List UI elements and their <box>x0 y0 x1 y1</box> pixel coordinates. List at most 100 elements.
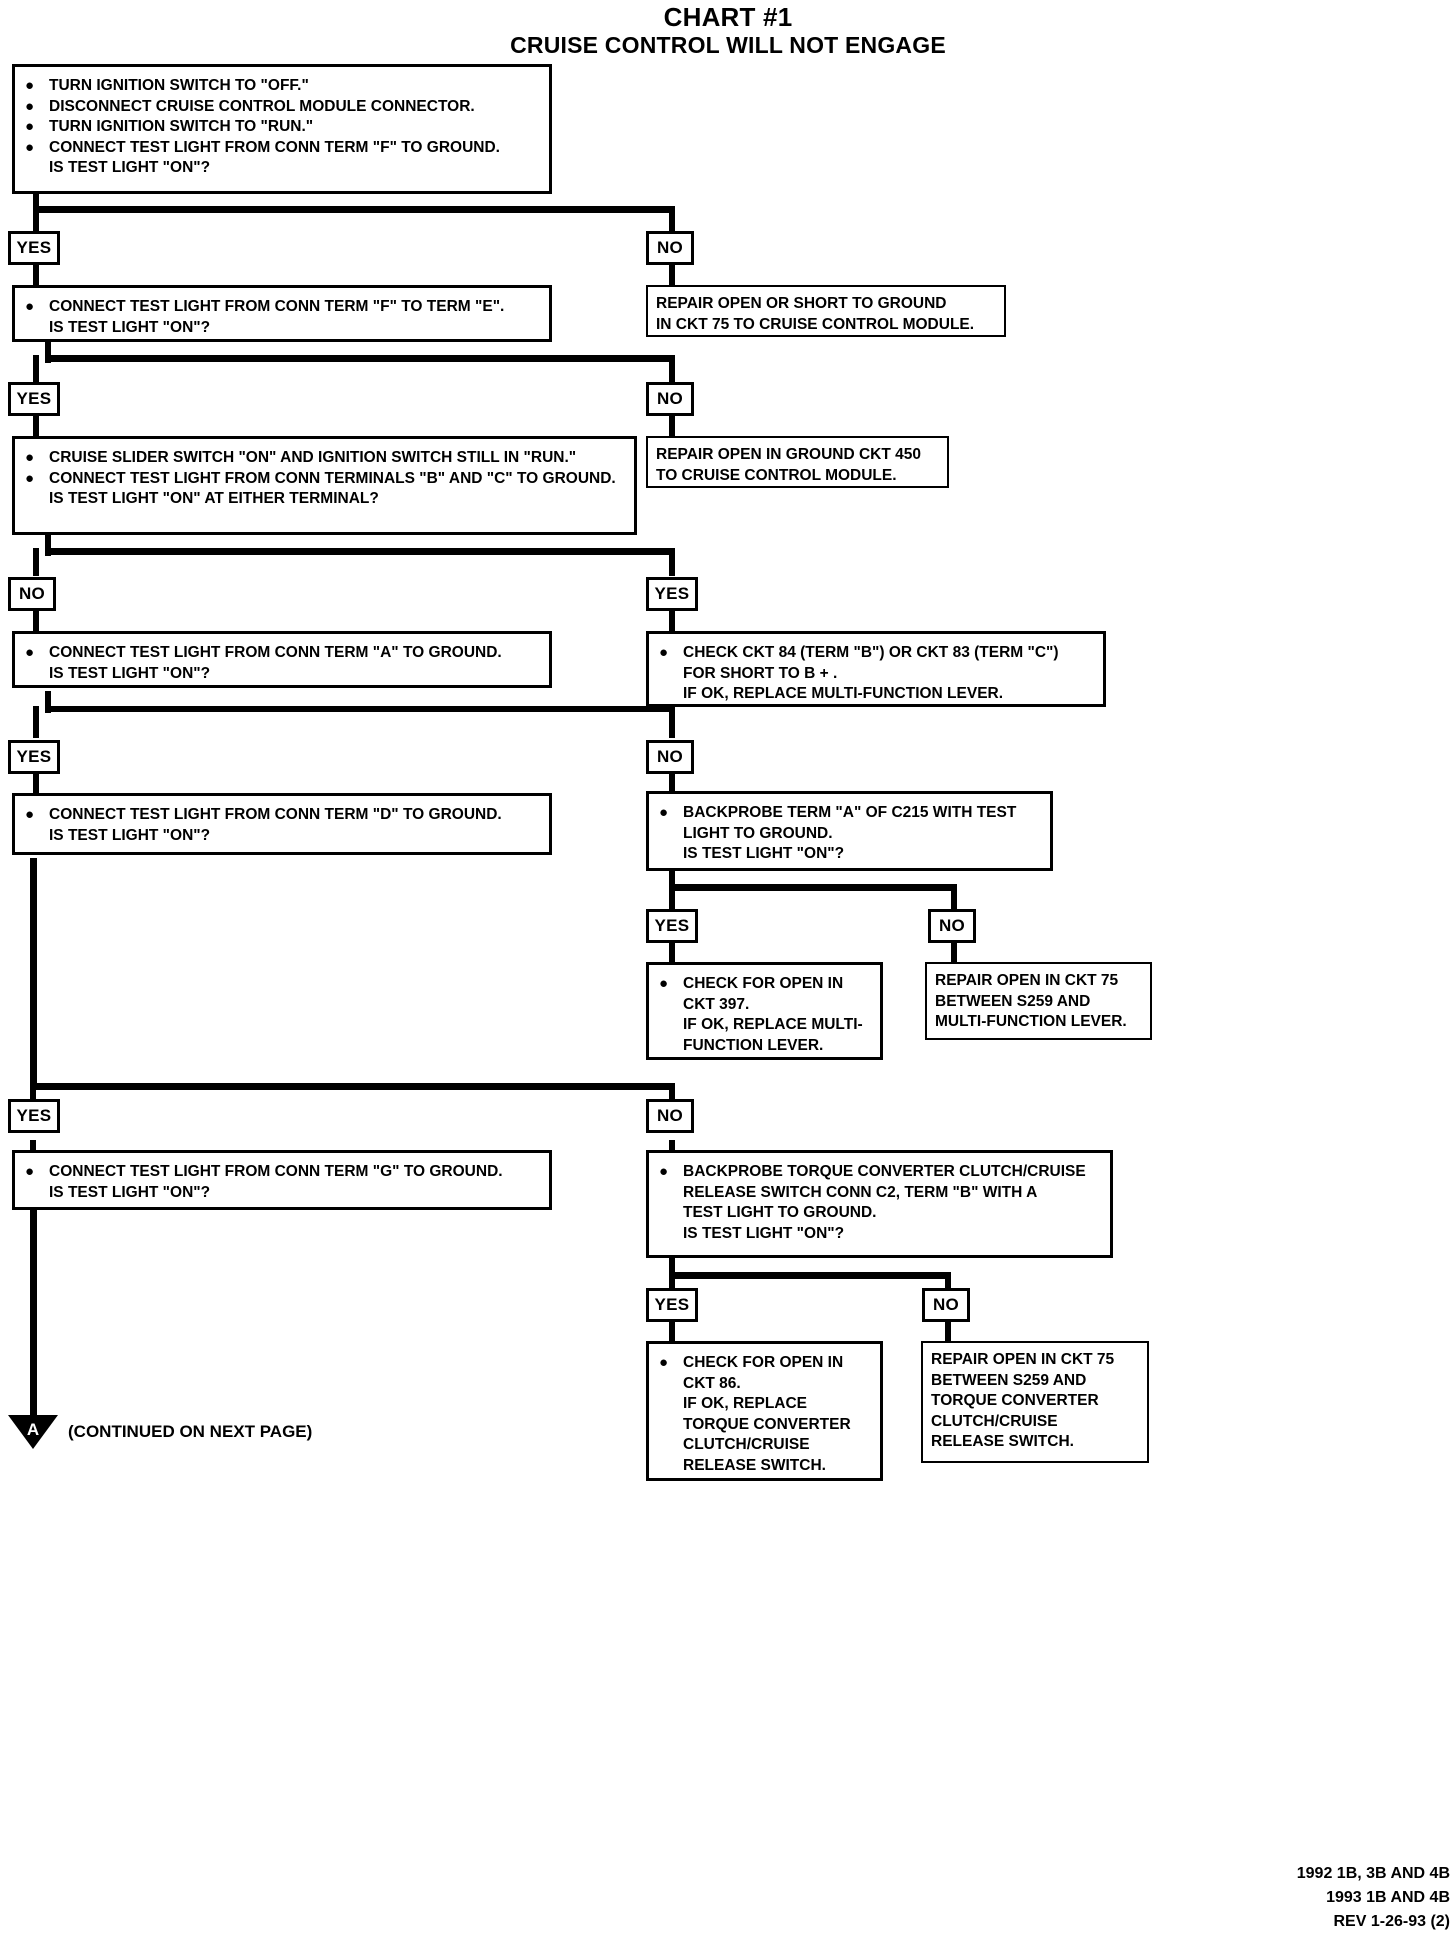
footer-line-2: 1993 1B AND 4B <box>1326 1889 1450 1906</box>
branch-tag-no: NO <box>646 1099 694 1133</box>
continuation-letter: A <box>26 1420 40 1439</box>
connector-line <box>33 264 39 286</box>
branch-tag-yes: YES <box>646 577 698 611</box>
bullet-item: ● CONNECT TEST LIGHT FROM CONN TERM "F" … <box>25 138 541 179</box>
connector-line <box>30 858 37 1090</box>
bullet-icon: ● <box>659 1163 669 1180</box>
bullet-icon: ● <box>25 118 35 136</box>
connector-line <box>45 691 51 713</box>
bullet-item: ● CONNECT TEST LIGHT FROM CONN TERM "G" … <box>25 1162 541 1203</box>
connector-line <box>669 264 675 286</box>
connector-line <box>45 548 675 555</box>
connector-line <box>669 1257 675 1279</box>
repair-text: REPAIR OPEN IN CKT 75 BETWEEN S259 AND M… <box>935 972 1127 1031</box>
bullet-label: TURN IGNITION SWITCH TO "RUN." <box>49 118 314 136</box>
bullet-label: CONNECT TEST LIGHT FROM CONN TERM "F" TO… <box>49 138 500 177</box>
branch-tag-no: NO <box>8 577 56 611</box>
repair-text: REPAIR OPEN OR SHORT TO GROUND IN CKT 75… <box>656 295 975 333</box>
footer-line-1: 1992 1B, 3B AND 4B <box>1296 1865 1450 1882</box>
box-step3-test: ● CRUISE SLIDER SWITCH "ON" AND IGNITION… <box>12 436 637 535</box>
connector-line <box>33 548 39 576</box>
box-backprobe-tcc: ● BACKPROBE TORQUE CONVERTER CLUTCH/CRUI… <box>646 1150 1113 1258</box>
box-repair-ckt75-s259: REPAIR OPEN IN CKT 75 BETWEEN S259 AND M… <box>925 962 1152 1040</box>
branch-tag-yes: YES <box>646 1288 698 1322</box>
connector-line <box>951 884 957 910</box>
connector-line <box>669 869 675 891</box>
page-title: CHART #1 <box>663 2 793 32</box>
connector-line <box>45 341 51 363</box>
page-subtitle: CRUISE CONTROL WILL NOT ENGAGE <box>510 32 946 58</box>
connector-line <box>669 610 675 632</box>
connector-line <box>945 1321 951 1343</box>
branch-tag-yes: YES <box>8 231 60 265</box>
continuation-triangle-icon: A <box>8 1415 58 1449</box>
branch-tag-no: NO <box>928 909 976 943</box>
connector-line <box>669 884 957 891</box>
connector-line <box>30 1083 36 1109</box>
branch-tag-yes: YES <box>646 909 698 943</box>
bullet-item: ● CONNECT TEST LIGHT FROM CONN TERM "F" … <box>25 297 541 338</box>
box-check-ckt397: ● CHECK FOR OPEN IN CKT 397. IF OK, REPL… <box>646 962 883 1060</box>
connector-line <box>669 773 675 795</box>
bullet-item: ● CONNECT TEST LIGHT FROM CONN TERM "A" … <box>25 643 541 684</box>
bullet-icon: ● <box>25 469 35 487</box>
connector-line <box>951 942 957 964</box>
connector-line <box>33 706 39 738</box>
connector-line <box>945 1272 951 1298</box>
bullet-icon: ● <box>659 975 669 992</box>
connector-line <box>669 548 675 576</box>
bullet-label: CHECK FOR OPEN IN CKT 397. IF OK, REPLAC… <box>683 975 863 1054</box>
bullet-item: ● CONNECT TEST LIGHT FROM CONN TERMINALS… <box>25 469 626 510</box>
footer-block: 1992 1B, 3B AND 4B 1993 1B AND 4B REV 1-… <box>1297 1862 1450 1934</box>
connector-line <box>669 206 675 232</box>
bullet-item: ● CONNECT TEST LIGHT FROM CONN TERM "D" … <box>25 805 541 846</box>
branch-tag-yes: YES <box>8 382 60 416</box>
repair-text: REPAIR OPEN IN CKT 75 BETWEEN S259 AND T… <box>931 1351 1115 1451</box>
branch-tag-no: NO <box>922 1288 970 1322</box>
connector-line <box>33 206 39 232</box>
bullet-item: ● CHECK FOR OPEN IN CKT 397. IF OK, REPL… <box>659 974 872 1056</box>
footer-line-3: REV 1-26-93 (2) <box>1333 1913 1451 1930</box>
box-repair-ckt75: REPAIR OPEN OR SHORT TO GROUND IN CKT 75… <box>646 285 1006 337</box>
bullet-icon: ● <box>25 806 35 823</box>
connector-line <box>45 706 675 712</box>
connector-line <box>669 1321 675 1343</box>
connector-line <box>669 884 675 910</box>
bullet-item: ● TURN IGNITION SWITCH TO "RUN." <box>25 117 541 138</box>
connector-line <box>669 942 675 964</box>
continuation-marker: A (CONTINUED ON NEXT PAGE) <box>8 1415 312 1449</box>
bullet-label: BACKPROBE TERM "A" OF C215 WITH TEST LIG… <box>683 804 1017 863</box>
connector-line <box>669 1083 675 1109</box>
connector-line <box>33 355 39 383</box>
box-backprobe-c215: ● BACKPROBE TERM "A" OF C215 WITH TEST L… <box>646 791 1053 871</box>
box-step6-test: ● CONNECT TEST LIGHT FROM CONN TERM "G" … <box>12 1150 552 1210</box>
bullet-icon: ● <box>25 77 35 94</box>
bullet-label: CONNECT TEST LIGHT FROM CONN TERMINALS "… <box>49 469 616 508</box>
connector-line <box>45 355 675 362</box>
connector-line <box>33 610 39 632</box>
box-repair-ckt75-tcc: REPAIR OPEN IN CKT 75 BETWEEN S259 AND T… <box>921 1341 1149 1463</box>
box-check-ckt84-83: ● CHECK CKT 84 (TERM "B") OR CKT 83 (TER… <box>646 631 1106 707</box>
bullet-label: TURN IGNITION SWITCH TO "OFF." <box>49 77 309 94</box>
connector-line <box>33 773 39 795</box>
box-repair-ckt450: REPAIR OPEN IN GROUND CKT 450 TO CRUISE … <box>646 436 949 488</box>
bullet-label: CONNECT TEST LIGHT FROM CONN TERM "D" TO… <box>49 806 502 844</box>
connector-line <box>669 355 675 383</box>
box-step2-test: ● CONNECT TEST LIGHT FROM CONN TERM "F" … <box>12 285 552 342</box>
box-check-ckt86: ● CHECK FOR OPEN IN CKT 86. IF OK, REPLA… <box>646 1341 883 1481</box>
branch-tag-yes: YES <box>8 740 60 774</box>
continuation-label: (CONTINUED ON NEXT PAGE) <box>68 1422 313 1441</box>
connector-line <box>669 1272 675 1298</box>
bullet-icon: ● <box>25 298 35 315</box>
bullet-label: CONNECT TEST LIGHT FROM CONN TERM "G" TO… <box>49 1163 503 1201</box>
bullet-label: BACKPROBE TORQUE CONVERTER CLUTCH/CRUISE… <box>683 1163 1086 1242</box>
bullet-icon: ● <box>25 1163 35 1180</box>
bullet-icon: ● <box>25 644 35 661</box>
bullet-item: ● DISCONNECT CRUISE CONTROL MODULE CONNE… <box>25 97 541 118</box>
bullet-item: ● CHECK FOR OPEN IN CKT 86. IF OK, REPLA… <box>659 1353 872 1477</box>
bullet-label: CONNECT TEST LIGHT FROM CONN TERM "F" TO… <box>49 298 505 336</box>
connector-line <box>33 415 39 437</box>
bullet-label: CHECK FOR OPEN IN CKT 86. IF OK, REPLACE… <box>683 1354 851 1475</box>
connector-line <box>669 706 675 738</box>
